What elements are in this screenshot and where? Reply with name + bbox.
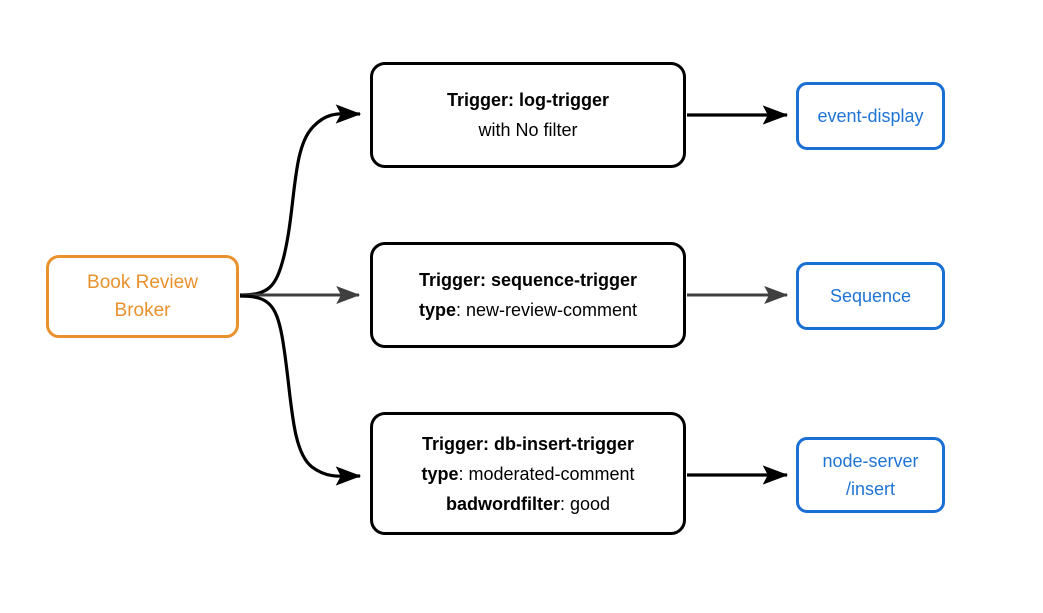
trigger-sequence-trigger-type: type: new-review-comment (418, 300, 638, 320)
node-sink-sequence[interactable]: Sequence (796, 262, 945, 330)
node-sink-node-server-insert[interactable]: node-server /insert (796, 437, 945, 513)
trigger-log-trigger-filter: with No filter (478, 120, 578, 140)
edge-broker-to-db-insert-trigger (239, 294, 362, 486)
trigger-db-insert-trigger-badwordfilter: badwordfilter: good (445, 493, 611, 514)
sink-node-server-label-line-1: node-server (822, 451, 919, 471)
broker-label-line-1: Book Review (87, 271, 198, 293)
node-trigger-sequence-trigger[interactable]: Trigger: sequence-trigger type: new-revi… (370, 242, 686, 348)
edge-broker-to-log-trigger (239, 104, 362, 297)
trigger-sequence-trigger-title: Trigger: sequence-trigger (418, 270, 638, 290)
node-trigger-db-insert-trigger[interactable]: Trigger: db-insert-trigger type: moderat… (370, 412, 686, 535)
broker-label-line-2: Broker (114, 299, 171, 321)
trigger-db-insert-trigger-type: type: moderated-comment (421, 463, 635, 484)
node-book-review-broker[interactable]: Book Review Broker (46, 255, 239, 338)
trigger-db-insert-trigger-title: Trigger: db-insert-trigger (421, 433, 634, 454)
trigger-log-trigger-title: Trigger: log-trigger (447, 90, 609, 110)
sink-sequence-label: Sequence (829, 286, 912, 306)
node-sink-event-display[interactable]: event-display (796, 82, 945, 150)
sink-event-display-label: event-display (817, 106, 924, 126)
node-trigger-log-trigger[interactable]: Trigger: log-trigger with No filter (370, 62, 686, 168)
sink-node-server-label-line-2: /insert (845, 479, 896, 499)
